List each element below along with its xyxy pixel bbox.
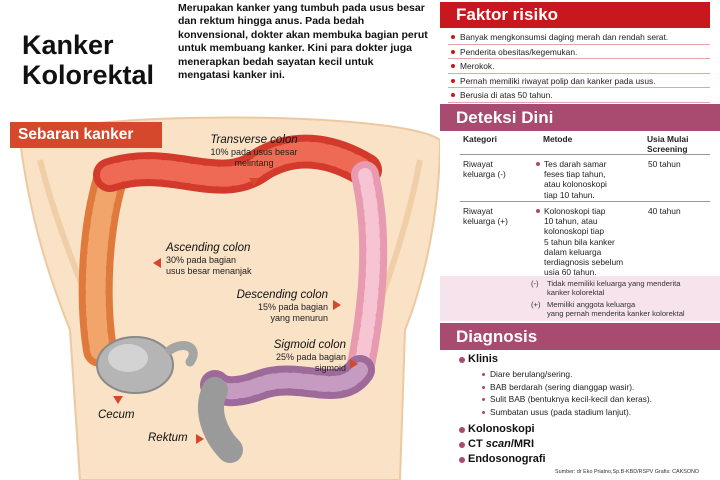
legend-minus-line-1: Tidak memiliki keluarga yang menderita bbox=[547, 279, 681, 288]
klinis-item: Sumbatan usus (pada stadium lanjut). bbox=[482, 406, 652, 419]
colon-drawing bbox=[18, 116, 440, 480]
annotation-rektum: Rektum bbox=[148, 431, 188, 445]
descending-name: Descending colon bbox=[236, 289, 328, 301]
row1-metode-line: feses tiap tahun, bbox=[544, 169, 606, 180]
rektum-arrow-icon bbox=[196, 434, 204, 444]
legend-plus-line-1: Memiliki anggota keluarga bbox=[547, 300, 636, 309]
faktor-heading: Faktor risiko bbox=[440, 2, 710, 28]
diagnosis-heading: Diagnosis bbox=[440, 323, 720, 350]
row1-kategori-line-1: Riwayat bbox=[463, 159, 493, 169]
row2-metode-line: dalam keluarga bbox=[544, 246, 602, 257]
table-divider bbox=[460, 201, 710, 202]
sebaran-heading: Sebaran kanker bbox=[10, 122, 162, 148]
col-metode-header: Metode bbox=[543, 134, 573, 144]
legend-minus-symbol: (-) bbox=[531, 279, 539, 288]
appendix-shape bbox=[165, 341, 198, 367]
ct-suffix: /MRI bbox=[510, 438, 535, 450]
ct-prefix: CT bbox=[468, 438, 486, 450]
annotation-sigmoid: Sigmoid colon 25% pada bagian sigmoid bbox=[238, 338, 346, 374]
deteksi-legend bbox=[440, 276, 720, 321]
annotation-cecum: Cecum bbox=[98, 408, 134, 422]
row1-kategori-line-2: keluarga (-) bbox=[463, 169, 506, 180]
transverse-desc-1: 10% pada usus besar bbox=[210, 147, 298, 157]
row2-metode-line: kolonoskopi tiap bbox=[544, 226, 605, 237]
col-usia-header: Usia Mulai Screening bbox=[647, 134, 688, 154]
descending-arrow-icon bbox=[333, 300, 341, 310]
row2-metode-line: 5 tahun bila kanker bbox=[544, 236, 615, 247]
transverse-name: Transverse colon bbox=[210, 134, 298, 146]
row2-metode-line: terdiagnosis sebelum bbox=[544, 257, 624, 268]
annotation-transverse: Transverse colon 10% pada usus besar mel… bbox=[184, 133, 324, 169]
rektum-name: Rektum bbox=[148, 432, 188, 444]
faktor-list: Banyak mengkonsumsi daging merah dan ren… bbox=[448, 30, 710, 103]
faktor-item: Pernah memiliki riwayat polip dan kanker… bbox=[448, 74, 710, 88]
page-title: Kanker Kolorektal bbox=[22, 30, 172, 90]
diagnosis-klinis: Klinis bbox=[459, 353, 498, 365]
legend-minus: (-) Tidak memiliki keluarga yang menderi… bbox=[531, 279, 716, 297]
klinis-list: Diare berulang/sering. BAB berdarah (ser… bbox=[482, 368, 652, 418]
klinis-item: BAB berdarah (sering dianggap wasir). bbox=[482, 381, 652, 394]
rektum-shape bbox=[198, 377, 243, 463]
row2-usia: 40 tahun bbox=[648, 206, 681, 216]
row2-metode-line: Kolonoskopi tiap bbox=[544, 206, 606, 216]
row1-metode-line: Tes darah samar bbox=[544, 159, 607, 169]
descending-desc-2: yang menurun bbox=[270, 313, 328, 323]
intro-paragraph: Merupakan kanker yang tumbuh pada usus b… bbox=[178, 2, 428, 82]
legend-plus-line-2: yang pernah menderita kanker kolorektal bbox=[547, 309, 685, 318]
annotation-ascending: Ascending colon 30% pada bagian usus bes… bbox=[166, 241, 296, 277]
col-usia-line-1: Usia Mulai bbox=[647, 134, 689, 144]
faktor-item: Berusia di atas 50 tahun. bbox=[448, 88, 710, 103]
diagnosis-ct-mri: CT scan/MRI bbox=[458, 438, 535, 450]
title-line-2: Kolorektal bbox=[22, 60, 155, 90]
ascending-name: Ascending colon bbox=[166, 242, 251, 254]
source-credit: Sumber: dr Eko Priatno,Sp.B-KBD/RSPV Gra… bbox=[555, 469, 700, 475]
descending-desc-1: 15% pada bagian bbox=[257, 302, 328, 312]
klinis-item: Sulit BAB (bentuknya kecil-kecil dan ker… bbox=[482, 393, 652, 406]
ascending-desc-1: 30% pada bagian bbox=[166, 255, 237, 265]
row1-kategori: Riwayat keluarga (-) bbox=[463, 159, 506, 179]
annotation-descending: Descending colon 15% pada bagian yang me… bbox=[222, 288, 328, 324]
row1-usia: 50 tahun bbox=[648, 159, 681, 169]
row1-metode: Tes darah samar feses tiap tahun, atau k… bbox=[535, 159, 607, 200]
klinis-item: Diare berulang/sering. bbox=[482, 368, 652, 381]
transverse-arrow-icon bbox=[249, 178, 259, 186]
row2-kategori-line-2: keluarga (+) bbox=[463, 216, 508, 227]
row2-kategori-line-1: Riwayat bbox=[463, 206, 493, 216]
row1-metode-line: atau kolonoskopi bbox=[544, 179, 607, 190]
ascending-desc-2: usus besar menanjak bbox=[166, 266, 252, 276]
row1-metode-line: tiap 10 tahun. bbox=[544, 189, 595, 200]
legend-plus: (+) Memiliki anggota keluarga yang perna… bbox=[531, 300, 716, 318]
cecum-arrow-icon bbox=[113, 396, 123, 404]
col-kategori-header: Kategori bbox=[463, 134, 497, 144]
legend-minus-line-2: kanker kolorektal bbox=[547, 288, 605, 297]
row2-kategori: Riwayat keluarga (+) bbox=[463, 206, 508, 226]
sigmoid-arrow-icon bbox=[350, 359, 358, 369]
col-usia-line-2: Screening bbox=[647, 144, 688, 154]
deteksi-heading: Deteksi Dini bbox=[440, 104, 720, 131]
faktor-item: Merokok. bbox=[448, 59, 710, 74]
diagnosis-endosonografi: Endosonografi bbox=[459, 453, 546, 465]
colon-illustration bbox=[0, 100, 440, 480]
row2-metode-line: 10 tahun, atau bbox=[544, 216, 598, 227]
transverse-desc-2: melintang bbox=[234, 158, 274, 168]
ascending-arrow-icon bbox=[153, 258, 161, 268]
row2-metode: Kolonoskopi tiap 10 tahun, atau kolonosk… bbox=[535, 206, 623, 277]
title-line-1: Kanker bbox=[22, 30, 114, 60]
sigmoid-desc-2: sigmoid bbox=[314, 363, 346, 373]
table-divider bbox=[460, 154, 710, 155]
faktor-item: Banyak mengkonsumsi daging merah dan ren… bbox=[448, 30, 710, 45]
faktor-item: Penderita obesitas/kegemukan. bbox=[448, 45, 710, 59]
row2-metode-line: usia 60 tahun. bbox=[544, 267, 597, 278]
diagnosis-kolonoskopi: Kolonoskopi bbox=[459, 423, 535, 435]
legend-plus-symbol: (+) bbox=[531, 300, 541, 309]
ct-scan-word: scan bbox=[485, 438, 511, 450]
sigmoid-name: Sigmoid colon bbox=[273, 339, 346, 351]
sigmoid-desc-1: 25% pada bagian bbox=[275, 352, 346, 362]
cecum-name: Cecum bbox=[98, 409, 135, 421]
